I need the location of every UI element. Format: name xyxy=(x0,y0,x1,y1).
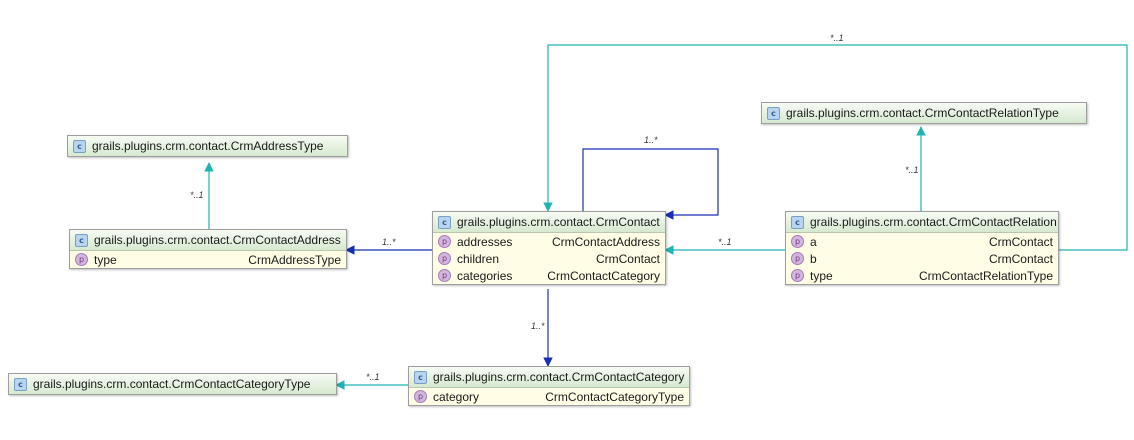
class-name: grails.plugins.crm.contact.CrmContactRel… xyxy=(786,106,1059,120)
edge-label-address-to-address-type: *..1 xyxy=(190,190,204,200)
class-name: grails.plugins.crm.contact.CrmContact xyxy=(457,215,660,229)
edge-relation-to-contact-top xyxy=(543,44,1128,251)
property-row: p type CrmAddressType xyxy=(70,251,346,268)
class-box-crm-contact-relation-type[interactable]: c grails.plugins.crm.contact.CrmContactR… xyxy=(761,102,1087,124)
edge-label-relation-to-relation-type: *..1 xyxy=(905,165,919,175)
class-c-icon: c xyxy=(75,233,88,247)
class-header: c grails.plugins.crm.contact.CrmContactC… xyxy=(9,374,336,394)
property-type: CrmContactAddress xyxy=(551,234,660,249)
property-p-icon: p xyxy=(791,252,804,265)
property-row: p type CrmContactRelationType xyxy=(786,267,1058,284)
property-type: CrmContact xyxy=(988,234,1053,249)
class-name: grails.plugins.crm.contact.CrmContactCat… xyxy=(433,370,685,384)
class-box-crm-address-type[interactable]: c grails.plugins.crm.contact.CrmAddressT… xyxy=(67,135,348,157)
class-c-icon: c xyxy=(14,377,27,391)
class-c-icon: c xyxy=(73,139,86,153)
class-name: grails.plugins.crm.contact.CrmContactCat… xyxy=(33,377,311,391)
property-row: p categories CrmContactCategory xyxy=(433,267,665,284)
edge-label-category-to-category-type: *..1 xyxy=(366,372,380,382)
property-name: categories xyxy=(457,268,513,283)
property-p-icon: p xyxy=(438,252,451,265)
class-c-icon: c xyxy=(767,106,780,120)
class-header: c grails.plugins.crm.contact.CrmContactC… xyxy=(409,367,689,388)
class-box-crm-contact-category[interactable]: c grails.plugins.crm.contact.CrmContactC… xyxy=(408,366,690,406)
class-header: c grails.plugins.crm.contact.CrmContactR… xyxy=(786,212,1058,233)
edge-label-relation-to-contact: *..1 xyxy=(718,237,732,247)
class-name: grails.plugins.crm.contact.CrmAddressTyp… xyxy=(92,139,324,153)
property-name: a xyxy=(810,234,817,249)
property-name: children xyxy=(457,251,500,266)
property-name: category xyxy=(433,389,480,404)
class-name: grails.plugins.crm.contact.CrmContactRel… xyxy=(810,215,1057,229)
class-c-icon: c xyxy=(438,215,451,229)
property-name: type xyxy=(810,268,833,283)
property-p-icon: p xyxy=(438,269,451,282)
property-row: p addresses CrmContactAddress xyxy=(433,233,665,250)
property-row: p a CrmContact xyxy=(786,233,1058,250)
class-box-crm-contact-category-type[interactable]: c grails.plugins.crm.contact.CrmContactC… xyxy=(8,373,337,395)
class-c-icon: c xyxy=(414,370,427,384)
property-type: CrmContact xyxy=(988,251,1053,266)
property-p-icon: p xyxy=(438,235,451,248)
property-p-icon: p xyxy=(75,253,88,266)
property-name: type xyxy=(94,252,117,267)
class-header: c grails.plugins.crm.contact.CrmContactR… xyxy=(762,103,1086,123)
property-type: CrmContactCategoryType xyxy=(545,389,684,404)
edge-label-contact-self-children: 1..* xyxy=(644,135,658,145)
class-box-crm-contact[interactable]: c grails.plugins.crm.contact.CrmContact … xyxy=(432,211,666,285)
property-type: CrmContactCategory xyxy=(547,268,660,283)
class-box-crm-contact-relation[interactable]: c grails.plugins.crm.contact.CrmContactR… xyxy=(785,211,1059,285)
property-row: p category CrmContactCategoryType xyxy=(409,388,689,405)
property-name: b xyxy=(810,251,817,266)
property-name: addresses xyxy=(457,234,513,249)
property-p-icon: p xyxy=(791,235,804,248)
edge-label-relation-to-contact-top: *..1 xyxy=(830,33,844,43)
class-header: c grails.plugins.crm.contact.CrmContact xyxy=(433,212,665,233)
property-p-icon: p xyxy=(414,390,427,403)
class-box-crm-contact-address[interactable]: c grails.plugins.crm.contact.CrmContactA… xyxy=(69,229,347,269)
property-type: CrmContactRelationType xyxy=(918,268,1053,283)
class-header: c grails.plugins.crm.contact.CrmContactA… xyxy=(70,230,346,251)
class-name: grails.plugins.crm.contact.CrmContactAdd… xyxy=(94,233,341,247)
edge-label-contact-to-address: 1..* xyxy=(382,237,396,247)
property-row: p children CrmContact xyxy=(433,250,665,267)
edge-label-contact-to-category: 1..* xyxy=(531,321,545,331)
property-type: CrmContact xyxy=(595,251,660,266)
property-type: CrmAddressType xyxy=(248,252,341,267)
class-header: c grails.plugins.crm.contact.CrmAddressT… xyxy=(68,136,347,156)
property-p-icon: p xyxy=(791,269,804,282)
property-row: p b CrmContact xyxy=(786,250,1058,267)
class-c-icon: c xyxy=(791,215,804,229)
edge-contact-self-children xyxy=(582,148,719,220)
